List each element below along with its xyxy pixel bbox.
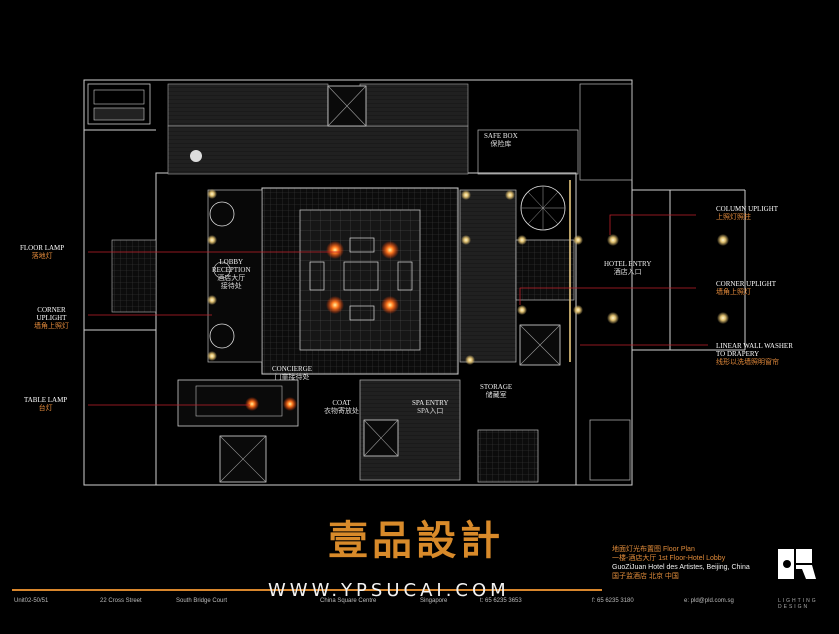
firm-logo-icon (778, 549, 816, 579)
divider-rule (12, 589, 602, 591)
footer-email: e: pld@pld.com.sg (684, 598, 734, 604)
logo-caption: LIGHTING DESIGN (778, 598, 818, 610)
footer-unit: Unit02-50/51 (14, 598, 49, 604)
watermark: WWW.YPSUCAI.COM (268, 580, 510, 601)
footer-fax: f: 65 6235 3180 (592, 598, 634, 604)
footer-tel: t: 65 6235 3653 (480, 598, 522, 604)
footer-street: 22 Cross Street (100, 598, 142, 604)
footer-country: Singapore (420, 598, 448, 604)
title-line-2: 一楼-酒店大厅 1st Floor-Hotel Lobby (612, 555, 726, 562)
title-block: 地面灯光布置图 Floor Plan 一楼-酒店大厅 1st Floor-Hot… (612, 545, 750, 581)
footer-road: South Bridge Court (176, 598, 228, 604)
footer-centre: China Square Centre (320, 598, 377, 604)
brand-logo-text: 壹品設計 (328, 518, 504, 564)
title-line-4: 国子监酒店 北京 中国 (612, 573, 679, 580)
title-line-3: GuoZiJuan Hotel des Artistes, Beijing, C… (612, 564, 750, 571)
title-line-1: 地面灯光布置图 Floor Plan (612, 546, 695, 553)
